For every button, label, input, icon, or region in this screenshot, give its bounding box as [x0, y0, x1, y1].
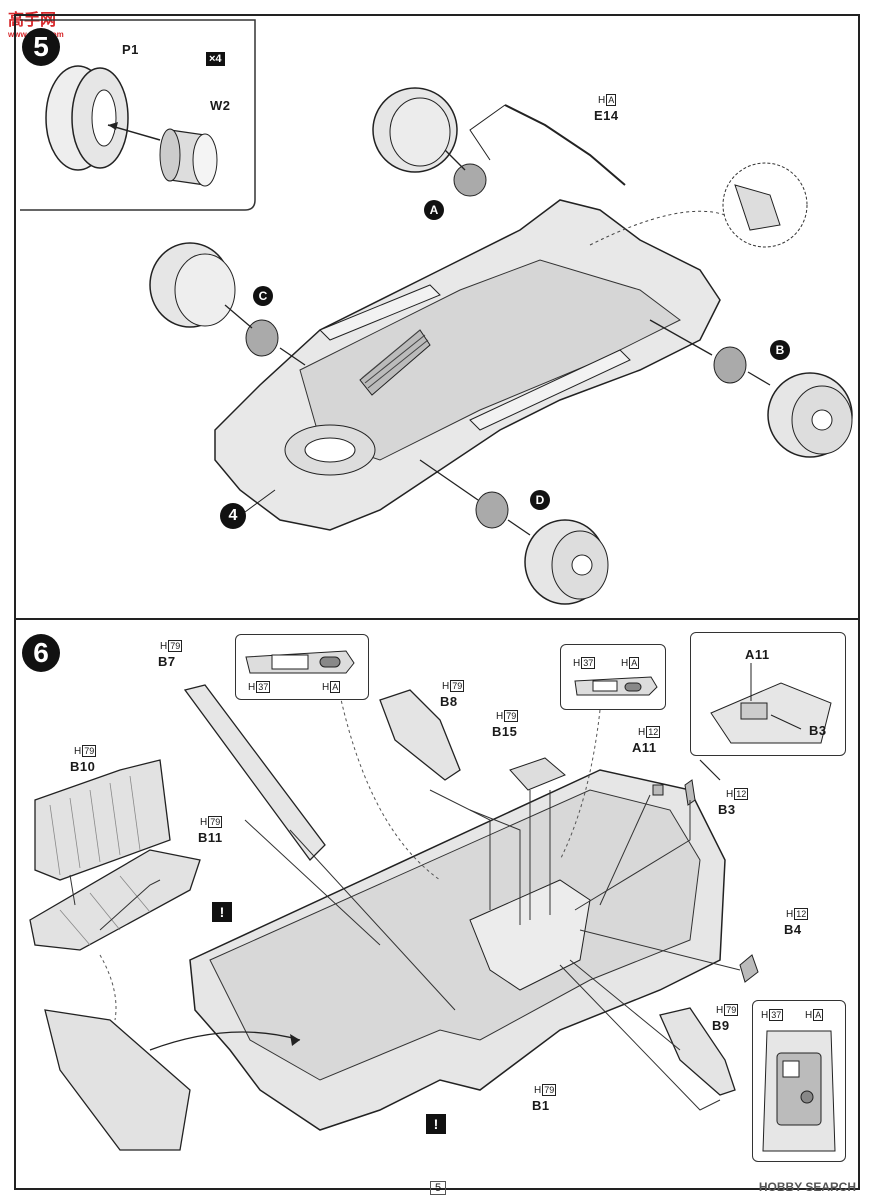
paint-code-prefix: H — [496, 711, 504, 722]
marker-d: D — [530, 490, 550, 510]
paint-code-box: A — [629, 657, 640, 669]
paint-code-prefix: H — [638, 727, 646, 738]
part-label-b15: B15 — [492, 724, 518, 739]
step6-panel — [14, 618, 860, 1190]
inset-label-b3: B3 — [809, 723, 827, 738]
paint-code-prefix: H — [200, 817, 208, 828]
part-label-b1: B1 — [532, 1098, 550, 1113]
paint-code-box: 79 — [504, 710, 519, 722]
paint-code-prefix: H — [442, 681, 450, 692]
paint-code-box: 37 — [581, 657, 596, 669]
page-number: 5 — [430, 1181, 447, 1195]
quantity-badge: ×4 — [206, 52, 225, 66]
paint-code-box: 79 — [82, 745, 97, 757]
part-label-b10: B10 — [70, 759, 96, 774]
watermark: HOBBY SEARCH — [758, 1180, 856, 1194]
paint-code-box: 12 — [734, 788, 749, 800]
part-label-b7: B7 — [158, 654, 176, 669]
marker-c: C — [253, 286, 273, 306]
paint-code-box: A — [330, 681, 341, 693]
paint-code-prefix: H — [726, 789, 734, 800]
paint-code-box: 12 — [646, 726, 661, 738]
part-label-b3: B3 — [718, 802, 736, 817]
paint-code-box: 79 — [724, 1004, 739, 1016]
glue-warning-icon: ! — [212, 902, 232, 922]
paint-code-box: A — [813, 1009, 824, 1021]
part-label-e14: E14 — [594, 108, 619, 123]
marker-a: A — [424, 200, 444, 220]
paint-code-box: 37 — [256, 681, 271, 693]
paint-code-prefix: H — [598, 95, 606, 106]
step5-number: 5 — [22, 28, 60, 66]
paint-code-prefix: H — [160, 641, 168, 652]
paint-code-box: 79 — [542, 1084, 557, 1096]
part-label-b4: B4 — [784, 922, 802, 937]
paint-code-box: 37 — [769, 1009, 784, 1021]
glue-warning-icon: ! — [426, 1114, 446, 1134]
paint-code-box: 79 — [168, 640, 183, 652]
paint-code-box: A — [606, 94, 617, 106]
part-label-b9: B9 — [712, 1018, 730, 1033]
inset-label-a11: A11 — [745, 647, 770, 662]
part-label-w2: W2 — [210, 98, 231, 113]
step6-number: 6 — [22, 634, 60, 672]
paint-code-prefix: H — [534, 1085, 542, 1096]
part-label-a11: A11 — [632, 740, 657, 755]
paint-code-box: 79 — [208, 816, 223, 828]
paint-code-prefix: H — [786, 909, 794, 920]
step-ref-4: 4 — [220, 503, 246, 529]
paint-code-prefix: H — [716, 1005, 724, 1016]
paint-code-prefix: H — [74, 746, 82, 757]
paint-code-box: 12 — [794, 908, 809, 920]
paint-code-box: 79 — [450, 680, 465, 692]
step5-illustration — [20, 19, 853, 605]
part-label-p1: P1 — [122, 42, 139, 57]
part-label-b11: B11 — [198, 830, 223, 845]
inset-console: A11 B3 — [690, 632, 846, 756]
marker-b: B — [770, 340, 790, 360]
part-label-b8: B8 — [440, 694, 458, 709]
